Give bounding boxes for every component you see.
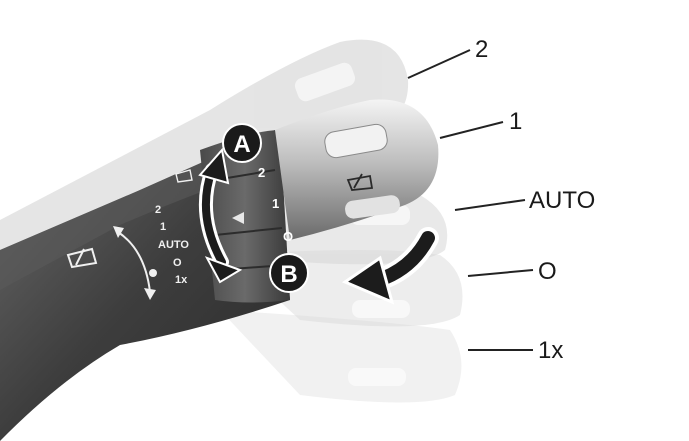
callout-position-1x: 1x	[538, 337, 563, 364]
stalk-scale-1x: 1x	[175, 274, 188, 286]
marker-b: B	[269, 253, 309, 293]
callout-position-o: O	[538, 258, 557, 285]
sweep-arrow	[113, 226, 157, 300]
rear-wiper-icon	[346, 173, 374, 191]
rotation-arrow	[198, 147, 243, 284]
marker-b-label: B	[280, 261, 297, 288]
washer-icon	[175, 169, 193, 183]
ghost-lever-position-1x	[220, 310, 462, 403]
push-arrow	[341, 227, 439, 305]
stalk-scale-1: 1	[160, 221, 166, 233]
leader-line-auto	[454, 199, 526, 211]
leader-line-1	[439, 121, 504, 139]
rear-wiper-icon	[66, 247, 98, 269]
callout-position-1: 1	[509, 108, 522, 135]
lever-tip	[275, 99, 439, 240]
leader-line-2	[407, 49, 471, 79]
marker-a-label: A	[233, 131, 250, 158]
knob-scale-2: 2	[258, 165, 265, 180]
marker-a: A	[222, 123, 262, 163]
callout-position-2: 2	[475, 36, 488, 63]
knob-scale-off: O	[283, 229, 293, 244]
knob-scale-1: 1	[272, 196, 279, 211]
callout-position-auto: AUTO	[529, 187, 595, 214]
stalk-scale-2: 2	[155, 204, 161, 216]
leader-line-o	[467, 269, 534, 277]
stalk-scale-auto: AUTO	[158, 239, 189, 251]
stalk-scale-off: O	[173, 257, 182, 269]
